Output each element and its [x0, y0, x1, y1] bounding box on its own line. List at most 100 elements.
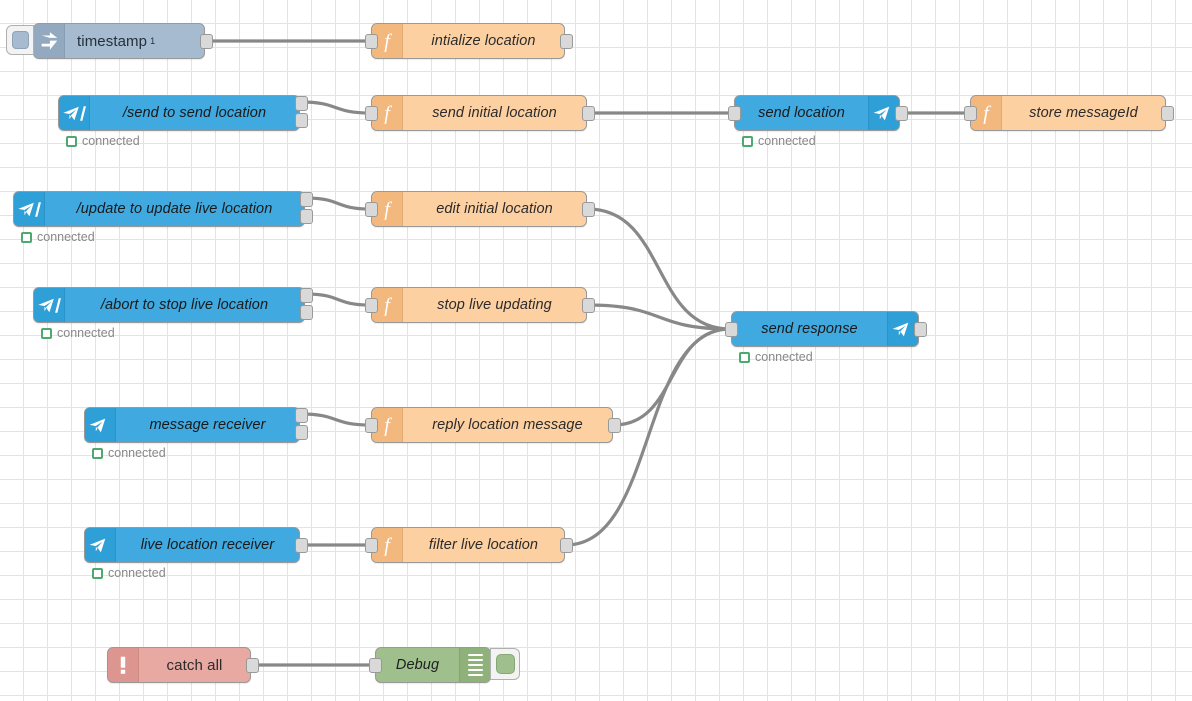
node-label-send-location: send location	[758, 105, 845, 121]
output-port-filter-live[interactable]	[560, 538, 573, 553]
node-label-catch-all: catch all	[166, 656, 223, 674]
node-label-reply-location: reply location message	[432, 417, 583, 433]
node-send-cmd[interactable]: /send to send location	[58, 95, 300, 131]
status-live-receiver: connected	[92, 566, 166, 580]
input-port-debug[interactable]	[369, 658, 382, 673]
output-port-message-receiver-2[interactable]	[295, 425, 308, 440]
svg-text:f: f	[384, 414, 392, 436]
status-indicator-icon	[66, 135, 77, 147]
node-debug[interactable]: Debug	[375, 647, 491, 683]
input-port-send-location[interactable]	[728, 106, 741, 121]
output-port-intialize[interactable]	[560, 34, 573, 49]
function-icon: f	[372, 24, 403, 58]
node-send-initial[interactable]: f send initial location	[371, 95, 587, 131]
wire-reply-location-to-send-response[interactable]	[612, 327, 732, 427]
output-port-message-receiver-1[interactable]	[295, 408, 308, 423]
svg-text:f: f	[983, 102, 991, 124]
wire-abort-cmd-to-stop-live[interactable]	[304, 292, 372, 307]
debug-enable-toggle[interactable]	[490, 648, 520, 680]
telegram-icon	[887, 312, 918, 346]
debug-toggle-glyph	[495, 654, 515, 674]
output-port-abort-cmd-2[interactable]	[300, 305, 313, 320]
output-port-update-cmd-1[interactable]	[300, 192, 313, 207]
output-port-send-cmd-1[interactable]	[295, 96, 308, 111]
output-port-abort-cmd-1[interactable]	[300, 288, 313, 303]
svg-text:f: f	[384, 102, 392, 124]
input-port-store-messageid[interactable]	[964, 106, 977, 121]
output-port-update-cmd-2[interactable]	[300, 209, 313, 224]
output-port-send-response[interactable]	[914, 322, 927, 337]
input-port-edit-initial[interactable]	[365, 202, 378, 217]
node-send-response[interactable]: send response	[731, 311, 919, 347]
node-live-receiver[interactable]: live location receiver	[84, 527, 300, 563]
input-port-send-response[interactable]	[725, 322, 738, 337]
node-edit-initial[interactable]: f edit initial location	[371, 191, 587, 227]
output-port-send-location[interactable]	[895, 106, 908, 121]
node-message-receiver[interactable]: message receiver	[84, 407, 300, 443]
node-send-location[interactable]: send location	[734, 95, 900, 131]
output-port-stop-live[interactable]	[582, 298, 595, 313]
node-label-store-messageid: store messageId	[1029, 105, 1138, 121]
input-port-send-initial[interactable]	[365, 106, 378, 121]
input-port-filter-live[interactable]	[365, 538, 378, 553]
input-port-intialize[interactable]	[365, 34, 378, 49]
output-port-store-messageid[interactable]	[1161, 106, 1174, 121]
status-indicator-icon	[742, 135, 753, 147]
node-label-send-response: send response	[761, 321, 858, 337]
wire-update-cmd-to-edit-initial[interactable]	[304, 196, 372, 211]
output-port-send-initial[interactable]	[582, 106, 595, 121]
node-label-filter-live: filter live location	[428, 537, 539, 553]
node-label-edit-initial: edit initial location	[436, 201, 553, 217]
status-send-cmd: connected	[66, 134, 140, 148]
output-port-send-cmd-2[interactable]	[295, 113, 308, 128]
node-store-messageid[interactable]: f store messageId	[970, 95, 1166, 131]
telegram-command-icon	[14, 192, 45, 226]
wire-edit-initial-to-send-response[interactable]	[586, 207, 732, 331]
node-catch-all[interactable]: catch all	[107, 647, 251, 683]
svg-text:f: f	[384, 294, 392, 316]
status-text: connected	[755, 350, 813, 364]
inject-trigger-button[interactable]	[6, 25, 34, 55]
node-reply-location[interactable]: f reply location message	[371, 407, 613, 443]
node-update-cmd[interactable]: /update to update live location	[13, 191, 305, 227]
status-text: connected	[758, 134, 816, 148]
input-port-reply-location[interactable]	[365, 418, 378, 433]
status-text: connected	[108, 446, 166, 460]
output-port-timestamp[interactable]	[200, 34, 213, 49]
output-port-live-receiver[interactable]	[295, 538, 308, 553]
node-label-abort-cmd: /abort to stop live location	[100, 297, 269, 313]
inject-button-glyph	[11, 31, 29, 49]
status-message-receiver: connected	[92, 446, 166, 460]
node-abort-cmd[interactable]: /abort to stop live location	[33, 287, 305, 323]
output-port-catch-all[interactable]	[246, 658, 259, 673]
status-update-cmd: connected	[21, 230, 95, 244]
status-send-location: connected	[742, 134, 816, 148]
output-port-reply-location[interactable]	[608, 418, 621, 433]
exclamation-icon	[108, 648, 139, 682]
output-port-edit-initial[interactable]	[582, 202, 595, 217]
status-abort-cmd: connected	[41, 326, 115, 340]
telegram-plain-icon	[85, 528, 116, 562]
wire-send-cmd-to-send-initial[interactable]	[299, 100, 372, 115]
status-indicator-icon	[92, 447, 103, 459]
svg-text:f: f	[384, 30, 392, 52]
node-label-send-initial: send initial location	[432, 105, 557, 121]
status-indicator-icon	[41, 327, 52, 339]
status-indicator-icon	[92, 567, 103, 579]
debug-list-icon	[459, 648, 490, 682]
arrow-right-icon	[34, 24, 65, 58]
input-port-stop-live[interactable]	[365, 298, 378, 313]
node-label-message-receiver: message receiver	[149, 417, 266, 433]
wire-stop-live-to-send-response[interactable]	[586, 303, 732, 331]
node-label-send-cmd: /send to send location	[122, 105, 267, 121]
function-icon: f	[372, 192, 403, 226]
status-indicator-icon	[21, 231, 32, 243]
node-label-update-cmd: /update to update live location	[76, 201, 273, 217]
wire-message-receiver-to-reply-location[interactable]	[299, 412, 372, 427]
